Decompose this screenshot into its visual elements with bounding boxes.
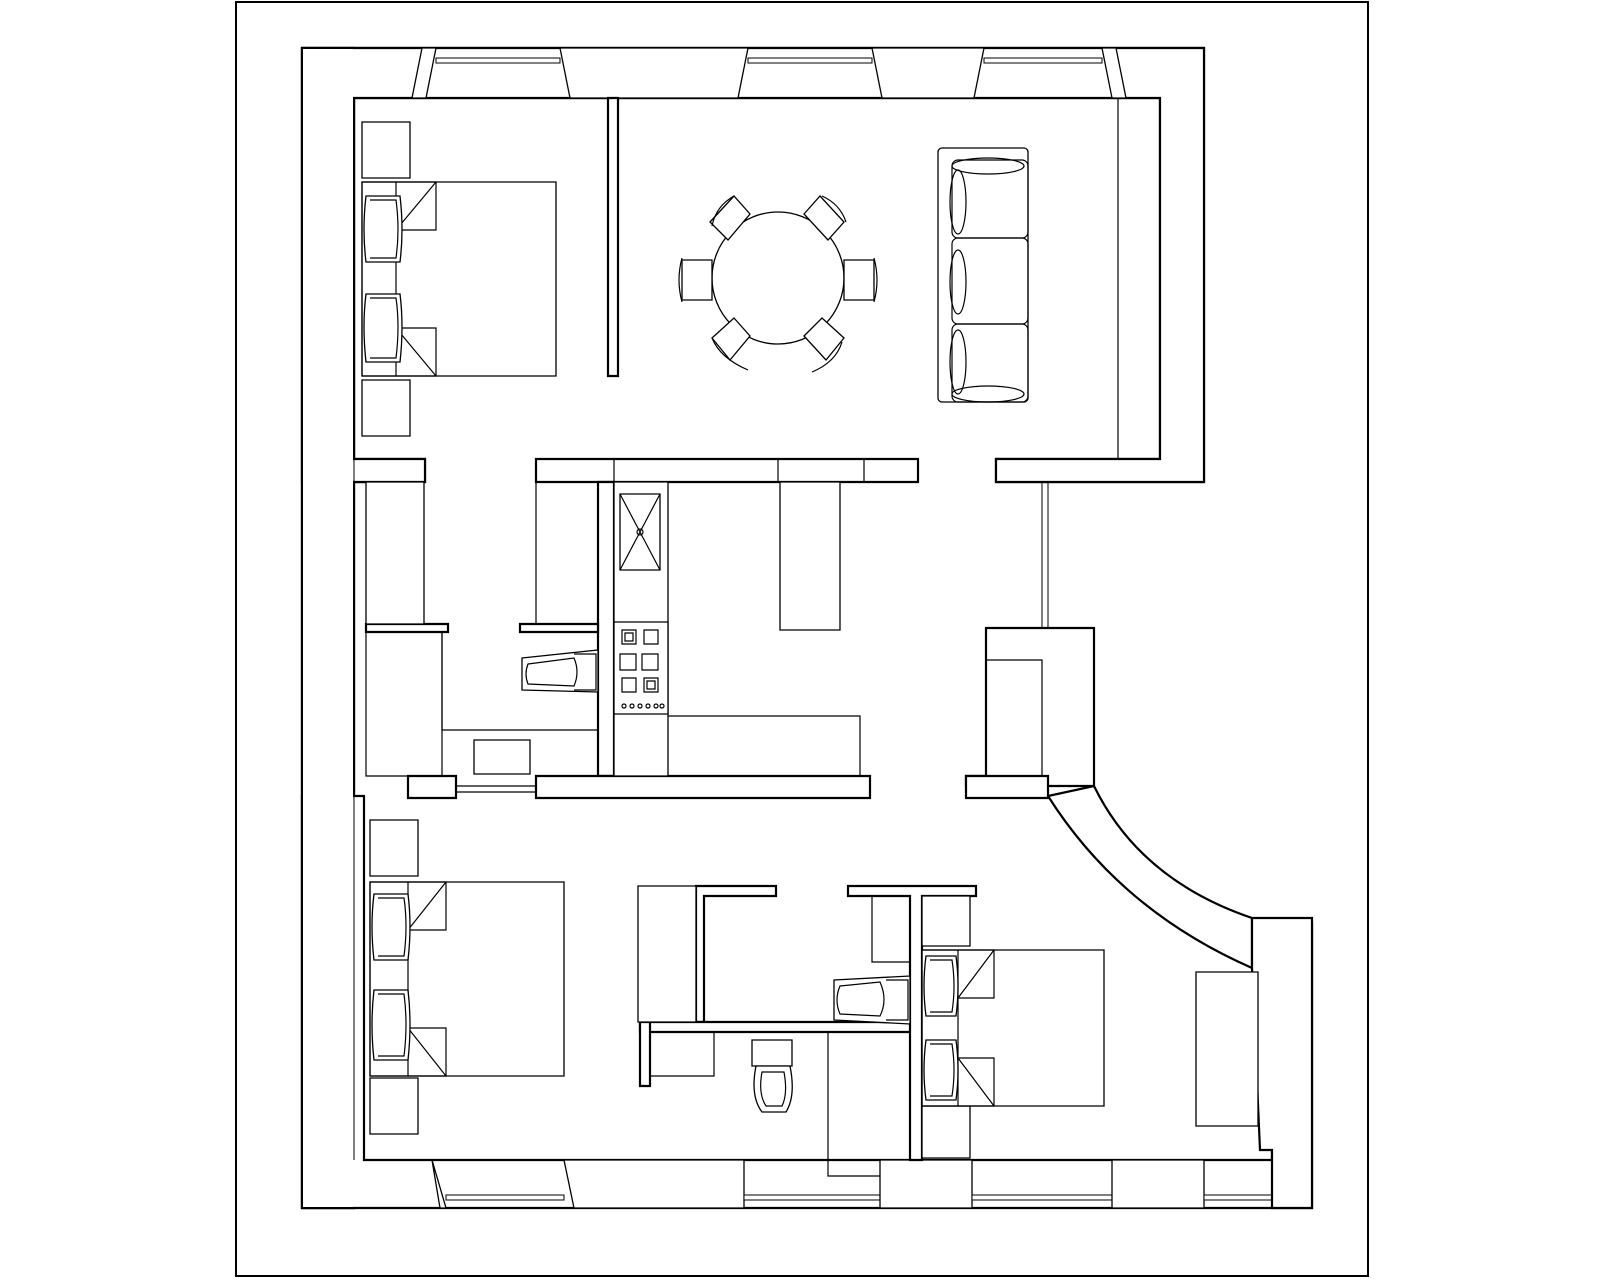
nightstand <box>362 122 410 178</box>
wall-bath-kitchen <box>598 482 614 776</box>
bathtub <box>522 650 598 692</box>
pillow <box>924 1040 958 1100</box>
nightstand <box>370 820 418 876</box>
island <box>780 482 840 630</box>
chair <box>804 196 846 240</box>
chair <box>844 258 877 302</box>
bedroom-2 <box>370 820 564 1134</box>
pillow <box>364 196 402 262</box>
nightstand <box>370 1078 418 1134</box>
nightstand <box>922 896 970 946</box>
pillow <box>372 894 410 960</box>
bathroom-1 <box>366 482 598 776</box>
bathroom-2 <box>638 886 914 1176</box>
left-wall-infill <box>303 49 353 1207</box>
right-column <box>966 628 1094 786</box>
three-seat-sofa <box>938 148 1028 402</box>
cabinet <box>366 482 424 624</box>
pillow <box>364 294 402 362</box>
nightstand <box>922 1106 970 1158</box>
chair <box>679 258 712 302</box>
wardrobe <box>1196 972 1258 1126</box>
wall-upper-middle <box>536 459 918 482</box>
bathroom-3 <box>834 886 976 1160</box>
chair <box>804 318 844 372</box>
four-burner-hob <box>614 622 668 714</box>
wall-middle-horizontal <box>408 776 456 798</box>
kitchen <box>614 482 860 776</box>
toilet <box>752 1040 792 1112</box>
wash-basin <box>834 976 910 1024</box>
bedroom-1 <box>362 122 556 436</box>
chair <box>710 196 750 240</box>
pillow <box>372 990 410 1060</box>
sink <box>620 494 660 570</box>
partition-bedroom-living <box>608 98 618 376</box>
bottom-windows <box>432 1160 1272 1208</box>
bedroom-3 <box>922 896 1258 1158</box>
cabinet <box>638 886 696 1022</box>
cabinet <box>474 740 530 774</box>
pillow <box>924 956 958 1016</box>
living-dining <box>679 98 1118 459</box>
chair <box>712 318 750 370</box>
wall-bath-shelf <box>366 624 448 632</box>
nightstand <box>362 380 410 436</box>
top-windows <box>412 48 1126 98</box>
